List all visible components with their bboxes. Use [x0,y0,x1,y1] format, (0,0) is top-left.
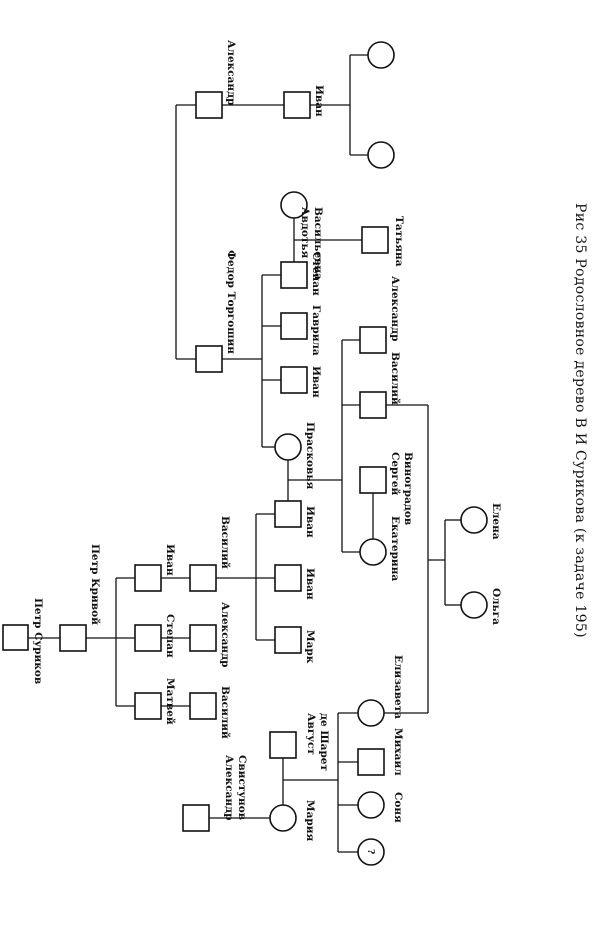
male-node-petr-surikov [2,624,29,651]
male-node-fedor-torgoshin [195,345,223,373]
label-gavrila: Гаврила [310,305,322,356]
male-node-ivan-t [280,366,308,394]
label-mikhail: Михаил [392,728,404,776]
label-fedor-torgoshin: Федор Торгошин [225,250,237,354]
male-node-vasiliy-iv [189,564,217,592]
label-ivan-t: Иван [310,366,322,398]
label-maria: Мария [304,800,316,842]
label-elizaveta: Елизавета [392,655,404,719]
label-aleksandr-svistunov-2: Свистунов [236,755,248,820]
male-node-aleksandr-st [189,624,217,652]
label-sonya: Соня [392,792,404,823]
male-node-ivan-son [134,564,162,592]
male-node-sergey [359,466,387,494]
male-node-tatyana [361,226,389,254]
label-ivan-top: Иван [313,85,325,117]
label-elena: Елена [490,503,502,540]
male-node-petr-krivoy [59,624,87,652]
male-node-stepan-son [134,624,162,652]
male-node-mark [274,626,302,654]
label-mark: Марк [304,630,316,664]
male-node-aleksandr-svistunov [182,804,210,832]
label-olga: Ольга [490,588,502,625]
label-aleksandr-top: Александр [225,40,237,105]
label-stepan-t: Степан [310,252,322,296]
label-vasiliy-v: Василий [389,352,401,405]
label-aleksandr-svistunov-1: Александр [223,755,235,820]
label-sergey-1: Сергей [389,452,401,495]
figure-caption: Рис 35 Родословное дерево В И Сурикова (… [572,203,588,638]
male-node-gavrila [280,312,308,340]
female-node-ekaterina [359,538,387,566]
label-aleksandr-st: Александр [219,602,231,667]
male-node-ivan-g5 [274,564,302,592]
female-node-avdotya [280,191,308,219]
female-node-elizaveta [357,699,385,727]
female-node-olga [460,591,488,619]
male-node-avgust [269,731,297,759]
male-node-ivan-top [283,91,311,119]
label-ivan-v: Иван [304,506,316,538]
label-sergey-2: Виноградов [402,452,414,525]
male-node-vasiliy-mt [189,692,217,720]
female-node-sonya [357,791,385,819]
connector-lines [28,54,461,853]
unknown-node [357,838,385,866]
male-node-aleksandr-v [359,326,387,354]
male-node-aleksandr-top [195,91,223,119]
label-unknown: ? [365,849,375,854]
label-vasiliy-iv: Василий [219,516,231,569]
label-petr-krivoy: Петр Кривой [89,544,101,625]
nodes [2,41,488,866]
male-node-ivan-v [274,500,302,528]
male-node-mikhail [357,748,385,776]
label-vasiliy-mt: Василий [219,686,231,739]
label-petr-surikov: Петр Суриков [32,598,44,684]
label-ivan-g5: Иван [304,568,316,600]
male-node-vasiliy-v [359,391,387,419]
female-node-top-1 [367,41,395,69]
label-stepan-son: Степан [164,614,176,658]
labels: Петр Суриков Петр Кривой Иван Степан Мат… [32,40,502,854]
female-node-maria [269,804,297,832]
label-ekaterina: Екатерина [389,516,401,581]
label-praskovya: Прасковья [304,422,316,489]
label-avdotya-1: Авдотья [299,207,311,258]
label-matvey: Матвей [164,678,176,725]
label-aleksandr-v: Александр [389,276,401,341]
female-node-elena [460,506,488,534]
female-node-top-2 [367,141,395,169]
label-avdotya-2: Васильевна [312,207,324,280]
label-avgust-2: де Шарет [318,713,330,771]
label-avgust-1: Август [305,713,317,755]
label-ivan-son: Иван [164,544,176,576]
label-tatyana: Татьяна [393,216,405,267]
male-node-matvey [134,692,162,720]
male-node-stepan-t [280,261,308,289]
female-node-praskovya [274,433,302,461]
